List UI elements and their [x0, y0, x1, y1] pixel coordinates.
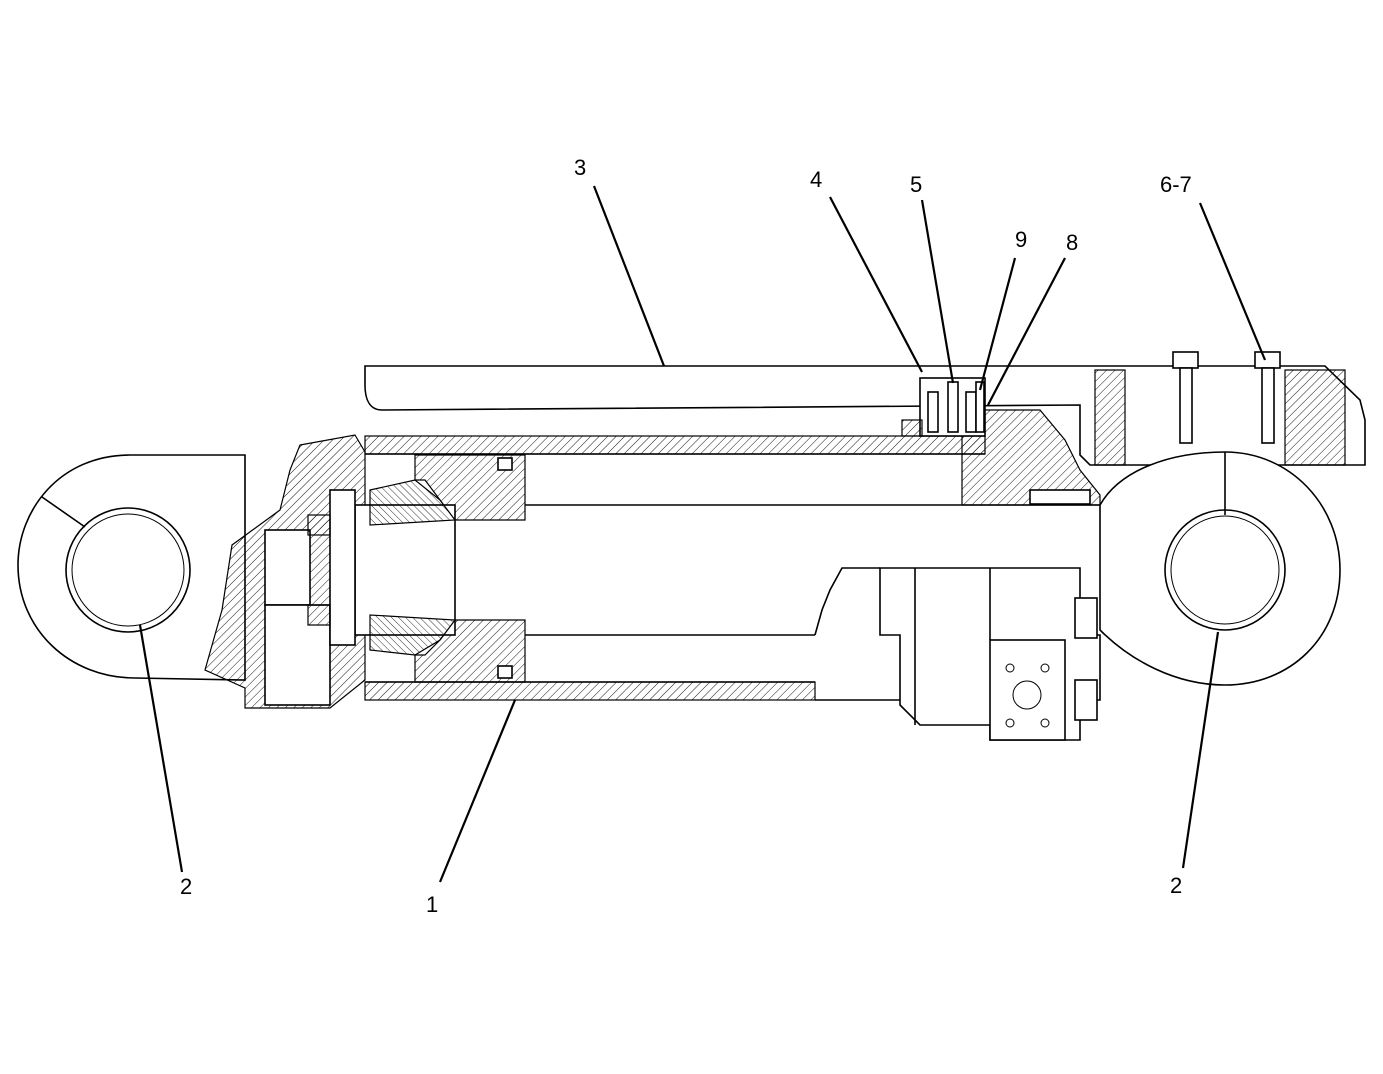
callout-2-left: 2 — [180, 874, 192, 899]
piston-rod — [525, 504, 1100, 701]
piston — [307, 454, 526, 683]
right-eye — [1099, 451, 1341, 686]
valve-block — [879, 567, 1101, 741]
leader-lines — [138, 185, 1267, 883]
callout-3: 3 — [574, 155, 586, 180]
left-eye — [17, 454, 246, 681]
bolts — [1172, 351, 1281, 444]
bracket-block — [901, 377, 986, 437]
callout-labels: 3 4 5 9 8 6-7 2 1 2 — [180, 155, 1192, 917]
callout-5: 5 — [910, 172, 922, 197]
guard-plate — [364, 365, 1366, 466]
callout-2-right: 2 — [1170, 873, 1182, 898]
rod-gland — [961, 409, 1101, 506]
callout-8: 8 — [1066, 230, 1078, 255]
callout-1: 1 — [426, 892, 438, 917]
head-casting — [204, 434, 366, 709]
callout-6-7: 6-7 — [1160, 172, 1192, 197]
cylinder-tube — [364, 435, 986, 701]
callout-9: 9 — [1015, 227, 1027, 252]
callout-4: 4 — [810, 167, 822, 192]
